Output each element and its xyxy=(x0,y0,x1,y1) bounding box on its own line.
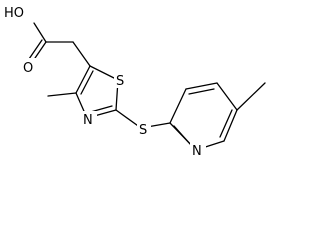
bond-c2-s xyxy=(115,109,142,129)
hydroxyl-label: HO xyxy=(4,6,24,21)
thioether-sulfur-label: S xyxy=(139,123,147,138)
bond-py-c2-c3 xyxy=(169,88,187,124)
bond-c4-c5-2 xyxy=(80,70,94,95)
bond-ch2-c5 xyxy=(72,41,91,67)
thiazole-nitrogen-label-bg xyxy=(81,111,97,127)
thiazole-sulfur-label: S xyxy=(116,74,124,89)
molecule-structure: HO O S N S N xyxy=(2,3,266,159)
bond-py-n1-c2-2 xyxy=(173,125,192,146)
carbonyl-oxygen-label: O xyxy=(23,61,33,76)
bond-c4-c5-1 xyxy=(75,65,91,94)
bond-py-c3-c4-2 xyxy=(188,88,215,95)
bond-py-c3-c4-1 xyxy=(185,82,218,90)
bond-c-o-double-2 xyxy=(28,39,43,60)
thiazole-nitrogen-label: N xyxy=(83,113,93,128)
bond-py-c5-c6-1 xyxy=(223,109,238,142)
pyridine-nitrogen-label-bg xyxy=(190,142,206,158)
hydroxyl-label-bg xyxy=(2,3,34,21)
bond-py-c4-c5 xyxy=(216,82,238,111)
bond-c-oh xyxy=(33,22,47,43)
bond-py-methyl xyxy=(236,82,266,111)
carbonyl-oxygen-label-bg xyxy=(20,58,38,76)
bond-py-c5-c6-2 xyxy=(219,109,233,138)
bond-c5-s1 xyxy=(89,65,119,81)
pyridine-nitrogen-label: N xyxy=(192,144,202,159)
bond-c-o-double-1 xyxy=(32,41,47,62)
thioether-sulfur-label-bg xyxy=(137,121,151,137)
thiazole-sulfur-label-bg xyxy=(114,72,128,88)
bond-c4-methyl xyxy=(47,92,77,97)
